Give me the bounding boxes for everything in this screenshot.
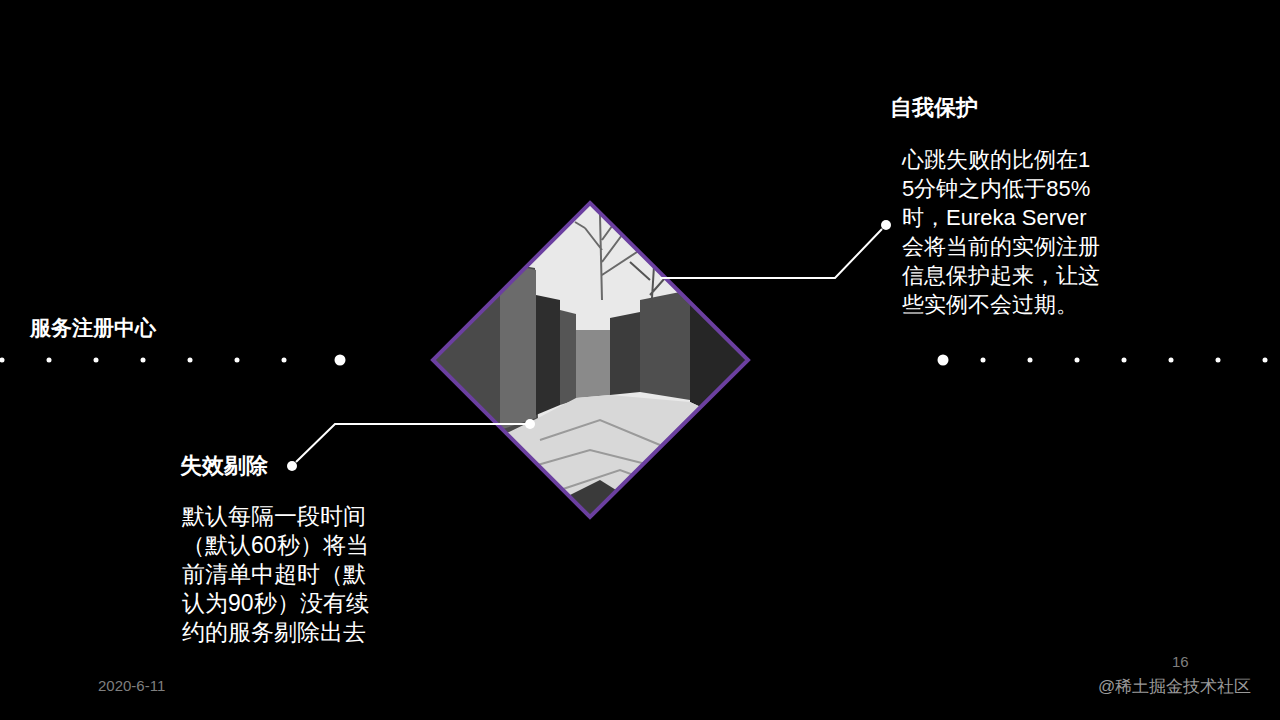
timeline-dot xyxy=(1075,358,1080,363)
distant-buildings xyxy=(576,330,610,398)
timeline-dot xyxy=(1122,358,1127,363)
timeline-dot xyxy=(335,355,346,366)
timeline-dot xyxy=(938,355,949,366)
page-number-box: 16 xyxy=(1172,652,1189,672)
callout-heading-box: 失效剔除 xyxy=(180,452,268,481)
timeline-dot xyxy=(141,358,146,363)
timeline-dot xyxy=(0,358,5,363)
timeline-dot xyxy=(981,358,986,363)
timeline-dot xyxy=(1169,358,1174,363)
leader-dot xyxy=(287,461,297,471)
right-building xyxy=(640,290,690,400)
callout-body: 心跳失败的比例在15分钟之内低于85%时，Eureka Server会将当前的实… xyxy=(902,145,1102,319)
callout-heading: 失效剔除 xyxy=(180,452,268,481)
watermark: @稀土掘金技术社区 xyxy=(1098,676,1251,698)
section-title-box: 服务注册中心 xyxy=(30,314,156,341)
timeline-dot xyxy=(94,358,99,363)
watermark-box: @稀土掘金技术社区 xyxy=(1098,676,1251,698)
leader-dot xyxy=(881,220,891,230)
timeline-dot xyxy=(47,358,52,363)
page-number: 16 xyxy=(1172,652,1189,672)
right-building xyxy=(690,255,750,430)
alley-photo xyxy=(430,200,750,520)
callout-body-box: 默认每隔一段时间（默认60秒）将当前清单中超时（默认为90秒）没有续约的服务剔除… xyxy=(182,502,388,647)
date-label: 2020-6-11 xyxy=(98,676,165,696)
timeline-dot xyxy=(235,358,240,363)
timeline-dot xyxy=(1263,358,1268,363)
timeline-dot xyxy=(188,358,193,363)
sky xyxy=(430,200,750,520)
section-title: 服务注册中心 xyxy=(30,314,156,341)
leader-line xyxy=(660,229,882,278)
callout-body-box: 心跳失败的比例在15分钟之内低于85%时，Eureka Server会将当前的实… xyxy=(902,145,1102,319)
snow-ground xyxy=(430,395,750,520)
date-label-box: 2020-6-11 xyxy=(98,676,165,696)
callout-body: 默认每隔一段时间（默认60秒）将当前清单中超时（默认为90秒）没有续约的服务剔除… xyxy=(182,502,388,647)
diamond-frame xyxy=(433,203,748,517)
timeline-dot xyxy=(1216,358,1221,363)
leader-line xyxy=(296,424,530,462)
leader-dot xyxy=(525,419,535,429)
left-building xyxy=(536,295,560,415)
right-building xyxy=(610,312,640,395)
callout-heading: 自我保护 xyxy=(890,94,978,123)
timeline-dot xyxy=(282,358,287,363)
timeline-dot xyxy=(1028,358,1033,363)
callout-heading-box: 自我保护 xyxy=(890,94,978,123)
left-building xyxy=(560,310,576,405)
